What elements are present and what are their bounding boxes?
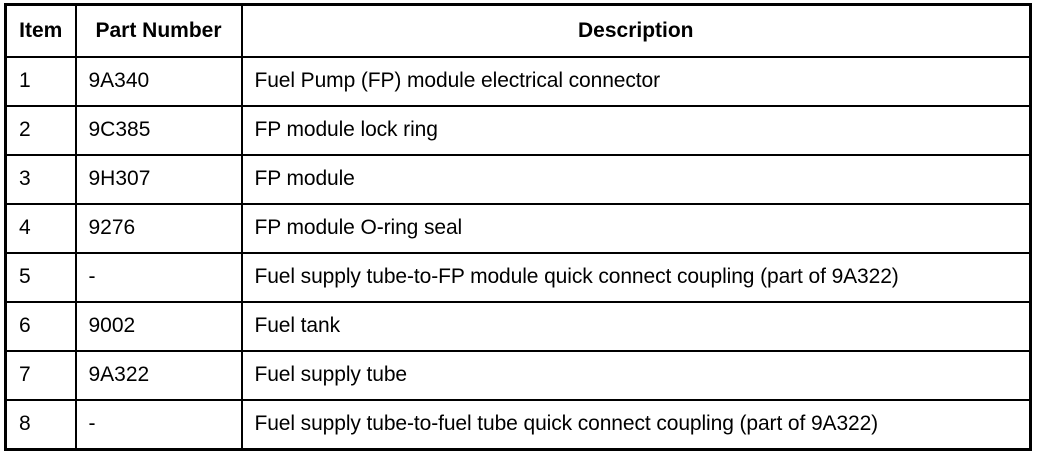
cell-part-number: 9A322 [74, 350, 243, 401]
table-row: 6 9002 Fuel tank [4, 301, 1032, 352]
cell-part-number: - [74, 399, 243, 451]
table-row: 1 9A340 Fuel Pump (FP) module electrical… [4, 56, 1032, 107]
table-body: 1 9A340 Fuel Pump (FP) module electrical… [4, 56, 1032, 451]
table-header: Item Part Number Description [4, 3, 1032, 58]
table-row: 5 - Fuel supply tube-to-FP module quick … [4, 252, 1032, 303]
cell-item: 1 [4, 56, 77, 107]
table-header-row: Item Part Number Description [4, 3, 1032, 58]
cell-item: 7 [4, 350, 77, 401]
cell-part-number: 9276 [74, 203, 243, 254]
table-row: 2 9C385 FP module lock ring [4, 105, 1032, 156]
table-row: 8 - Fuel supply tube-to-fuel tube quick … [4, 399, 1032, 451]
cell-part-number: 9H307 [74, 154, 243, 205]
column-header-description: Description [240, 3, 1032, 58]
table-row: 3 9H307 FP module [4, 154, 1032, 205]
cell-description: FP module [240, 154, 1032, 205]
cell-description: Fuel Pump (FP) module electrical connect… [240, 56, 1032, 107]
cell-part-number: 9A340 [74, 56, 243, 107]
cell-description: Fuel supply tube [240, 350, 1032, 401]
cell-part-number: - [74, 252, 243, 303]
cell-item: 2 [4, 105, 77, 156]
cell-description: Fuel supply tube-to-FP module quick conn… [240, 252, 1032, 303]
column-header-part-number: Part Number [74, 3, 243, 58]
cell-item: 5 [4, 252, 77, 303]
cell-item: 6 [4, 301, 77, 352]
cell-item: 8 [4, 399, 77, 451]
cell-description: Fuel supply tube-to-fuel tube quick conn… [240, 399, 1032, 451]
table-row: 7 9A322 Fuel supply tube [4, 350, 1032, 401]
cell-description: FP module O-ring seal [240, 203, 1032, 254]
cell-item: 4 [4, 203, 77, 254]
parts-table-container: Item Part Number Description 1 9A340 Fue… [4, 3, 1032, 451]
cell-description: Fuel tank [240, 301, 1032, 352]
cell-description: FP module lock ring [240, 105, 1032, 156]
parts-table: Item Part Number Description 1 9A340 Fue… [4, 3, 1032, 451]
cell-item: 3 [4, 154, 77, 205]
cell-part-number: 9002 [74, 301, 243, 352]
column-header-item: Item [4, 3, 77, 58]
cell-part-number: 9C385 [74, 105, 243, 156]
table-row: 4 9276 FP module O-ring seal [4, 203, 1032, 254]
